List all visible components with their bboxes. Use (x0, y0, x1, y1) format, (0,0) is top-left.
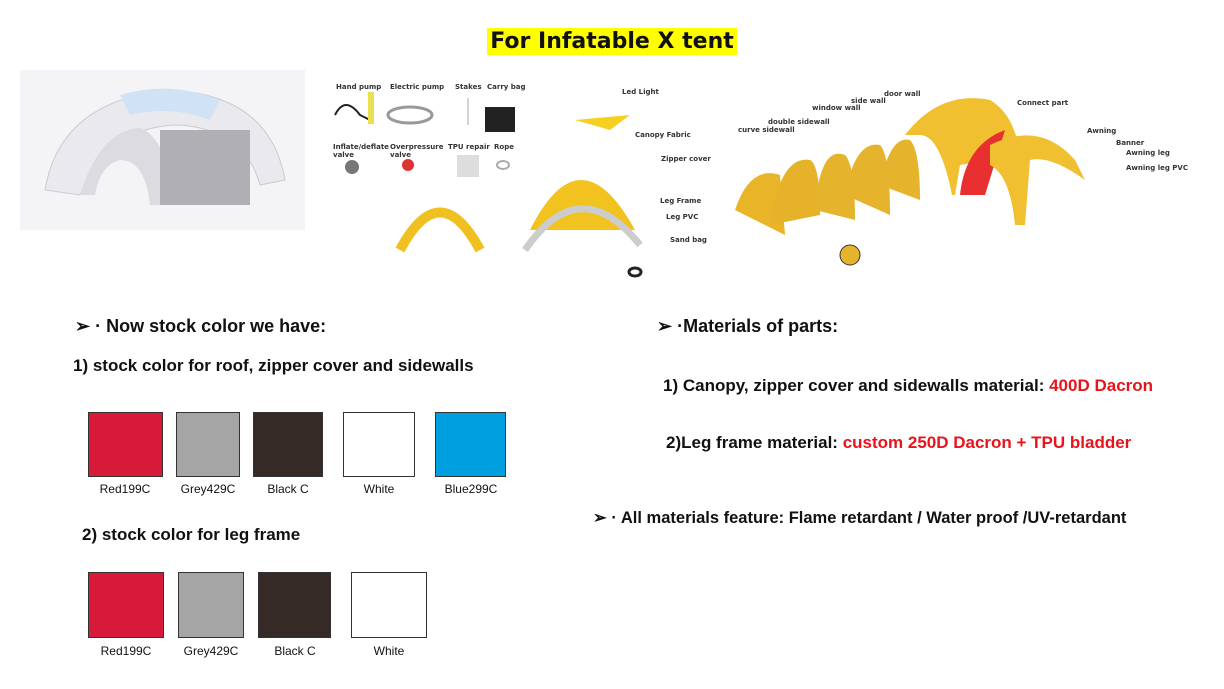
label-carry-bag: Carry bag (487, 83, 526, 91)
label-rope: Rope (494, 143, 514, 151)
swatch-blue (435, 412, 506, 477)
label-leg-pvc: Leg PVC (666, 213, 699, 221)
stock-color-roof-heading: 1) stock color for roof, zipper cover an… (73, 356, 474, 375)
materials-heading: ➢ ·Materials of parts: (657, 316, 839, 336)
canopy-material: 1) Canopy, zipper cover and sidewalls ma… (663, 376, 1154, 395)
label-awning-leg-pvc: Awning leg PVC (1126, 164, 1188, 172)
swatch-label: Black C (274, 644, 316, 658)
swatch-grey (176, 412, 240, 477)
swatch-red (88, 572, 164, 638)
label-valve: Inflate/deflate valve (333, 143, 389, 159)
swatch-white (351, 572, 427, 638)
label-awning-leg: Awning leg (1126, 149, 1170, 157)
label-banner: Banner (1116, 139, 1145, 147)
label-curve-sidewall: curve sidewall (738, 126, 795, 134)
accessories-diagram (334, 92, 643, 278)
swatch-label: White (363, 482, 395, 496)
label-leg-frame: Leg Frame (660, 197, 702, 205)
stock-color-heading: ➢ · Now stock color we have: (75, 316, 327, 336)
label-hand-pump: Hand pump (336, 83, 382, 91)
materials-feature: ➢ · All materials feature: Flame retarda… (593, 509, 1127, 527)
page-title: For Infatable X tent (487, 28, 737, 55)
swatch-black (258, 572, 331, 638)
label-canopy-fabric: Canopy Fabric (635, 131, 691, 139)
label-stakes: Stakes (455, 83, 482, 91)
label-electric-pump: Electric pump (390, 83, 445, 91)
walls-diagram (735, 98, 1085, 266)
swatch-label: Black C (267, 482, 309, 496)
swatch-label: Blue299C (444, 482, 498, 496)
label-window-wall: window wall (812, 104, 861, 112)
swatch-black (253, 412, 323, 477)
swatch-label: White (373, 644, 405, 658)
label-zipper-cover: Zipper cover (661, 155, 711, 163)
label-connect-part: Connect part (1017, 99, 1069, 107)
label-tpu-repair: TPU repair (448, 143, 490, 151)
swatch-red (88, 412, 163, 477)
swatch-white (343, 412, 415, 477)
label-double-sidewall: double sidewall (768, 118, 830, 126)
label-led-light: Led Light (622, 88, 659, 96)
label-sand-bag: Sand bag (670, 236, 707, 244)
label-side-wall: side wall (851, 97, 886, 105)
swatch-label: Red199C (99, 482, 151, 496)
swatch-label: Grey429C (180, 482, 236, 496)
label-overpressure: Overpressure valve (390, 143, 444, 159)
swatch-label: Grey429C (183, 644, 239, 658)
swatch-grey (178, 572, 244, 638)
tent-product-image (20, 70, 305, 230)
leg-frame-material: 2)Leg frame material: custom 250D Dacron… (666, 433, 1132, 452)
swatch-label: Red199C (100, 644, 152, 658)
label-door-wall: door wall (884, 90, 921, 98)
stock-color-leg-heading: 2) stock color for leg frame (82, 525, 301, 544)
label-awning: Awning (1087, 127, 1117, 135)
